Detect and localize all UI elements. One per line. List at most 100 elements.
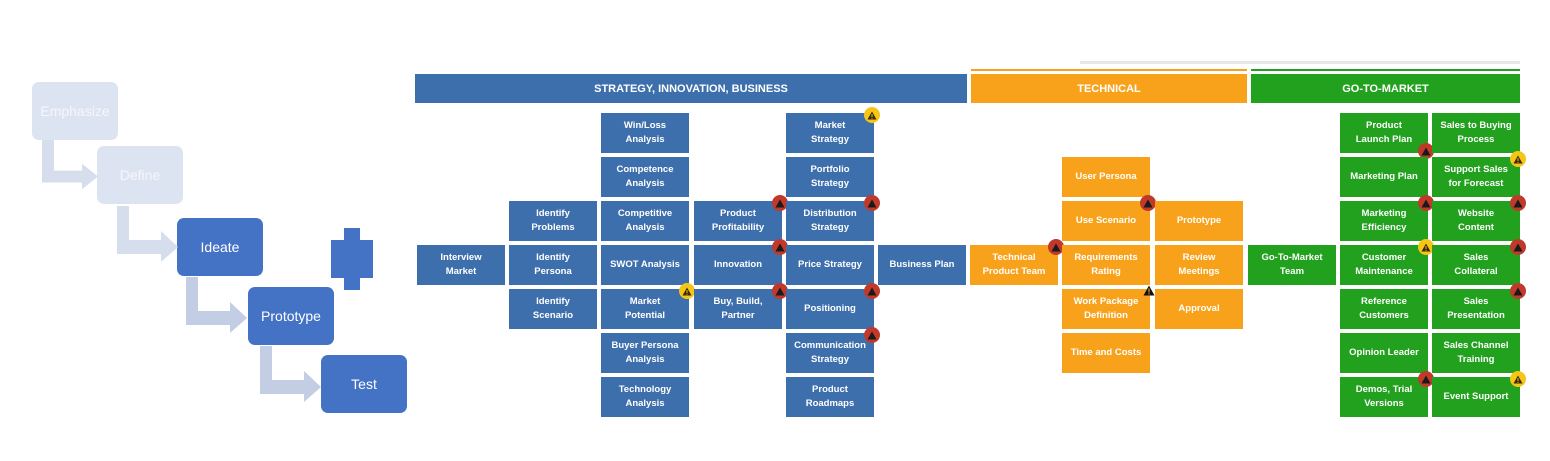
cell-label: Demos, Trial Versions	[1355, 384, 1413, 409]
cell-label: Event Support	[1443, 391, 1509, 402]
cell-label: Product Profitability	[711, 208, 765, 233]
cell-label: Innovation	[713, 259, 763, 270]
cell-label: Buyer Persona Analysis	[611, 340, 679, 365]
support-sales-forecast: Support Sales for Forecast	[1432, 151, 1526, 197]
cell-label: Competitive Analysis	[617, 208, 673, 233]
price-strategy: Price Strategy	[786, 245, 874, 285]
warning-yellow-icon	[1510, 371, 1526, 387]
cell-label: Interview Market	[440, 252, 482, 277]
go-to-market-team: Go-To-Market Team	[1248, 245, 1336, 285]
event-support: Event Support	[1432, 371, 1526, 417]
step-test: Test	[321, 355, 407, 413]
step-arrow-4	[258, 346, 324, 402]
technical-header: TECHNICAL	[971, 74, 1247, 103]
user-persona: User Persona	[1062, 157, 1150, 197]
cell-label: Identify Problems	[531, 208, 575, 233]
cell-label: Competence Analysis	[616, 164, 674, 189]
warning-red-icon	[1510, 195, 1526, 211]
cell-label: Reference Customers	[1359, 296, 1409, 321]
sales-channel-training: Sales Channel Training	[1432, 333, 1520, 373]
cell-label: Sales Presentation	[1447, 296, 1505, 321]
buy-build-partner: Buy, Build, Partner	[694, 283, 788, 329]
cell-label: Buy, Build, Partner	[713, 296, 763, 321]
identify-scenario: Identify Scenario	[509, 289, 597, 329]
product-profitability: Product Profitability	[694, 195, 788, 241]
warning-red-icon	[1418, 195, 1434, 211]
cell-label: Go-To-Market Team	[1261, 252, 1323, 277]
step-arrow-1	[40, 140, 100, 192]
communication-strategy: Communication Strategy	[786, 327, 880, 373]
warning-yellow-icon	[1510, 151, 1526, 167]
distribution-strategy: Distribution Strategy	[786, 195, 880, 241]
warning-red-icon	[1510, 283, 1526, 299]
warning-red-icon	[1048, 239, 1064, 255]
warning-red-icon	[864, 327, 880, 343]
warning-red-icon	[1418, 371, 1434, 387]
buyer-persona-analysis: Buyer Persona Analysis	[601, 333, 689, 373]
cell-label: Review Meetings	[1178, 252, 1220, 277]
cell-label: Time and Costs	[1070, 347, 1142, 358]
positioning: Positioning	[786, 283, 880, 329]
cell-label: Positioning	[804, 303, 856, 314]
marketing-plan: Marketing Plan	[1340, 157, 1428, 197]
cell-label: Prototype	[1176, 215, 1222, 226]
technology-analysis: Technology Analysis	[601, 377, 689, 417]
review-meetings: Review Meetings	[1155, 245, 1243, 285]
time-and-costs: Time and Costs	[1062, 333, 1150, 373]
cell-label: SWOT Analysis	[610, 259, 680, 270]
cell-label: Product Launch Plan	[1355, 120, 1413, 145]
cell-label: User Persona	[1075, 171, 1137, 182]
cell-label: Technical Product Team	[982, 252, 1046, 277]
cell-label: Sales to Buying Process	[1440, 120, 1512, 145]
cell-label: Identify Persona	[534, 252, 572, 277]
requirements-rating: Requirements Rating	[1062, 245, 1150, 285]
portfolio-strategy: Portfolio Strategy	[786, 157, 874, 197]
cell-label: Support Sales for Forecast	[1444, 164, 1508, 189]
marketing-efficiency: Marketing Efficiency	[1340, 195, 1434, 241]
product-roadmaps: Product Roadmaps	[786, 377, 874, 417]
warning-yellow-icon	[864, 107, 880, 123]
cell-label: Identify Scenario	[532, 296, 574, 321]
cell-label: Market Strategy	[810, 120, 849, 145]
cell-label: Portfolio Strategy	[810, 164, 850, 189]
sales-presentation: Sales Presentation	[1432, 283, 1526, 329]
warning-red-icon	[1418, 143, 1434, 159]
competitive-analysis: Competitive Analysis	[601, 201, 689, 241]
cell-label: Sales Channel Training	[1443, 340, 1509, 365]
technical-product-team: Technical Product Team	[970, 239, 1064, 285]
approval: Approval	[1155, 289, 1243, 329]
cell-label: Use Scenario	[1075, 215, 1137, 226]
step-arrow-2	[115, 206, 181, 262]
cell-label: Business Plan	[889, 259, 955, 270]
cell-label: Product Roadmaps	[805, 384, 855, 409]
step-prototype: Prototype	[248, 287, 334, 345]
step-emphasize: Emphasize	[32, 82, 118, 140]
warning-red-icon	[864, 283, 880, 299]
cell-label: Opinion Leader	[1349, 347, 1419, 358]
cell-label: Win/Loss Analysis	[623, 120, 667, 145]
cell-label: Sales Collateral	[1454, 252, 1498, 277]
warning-black-icon	[1142, 283, 1156, 297]
warning-yellow-icon	[1418, 239, 1434, 255]
step-ideate: Ideate	[177, 218, 263, 276]
use-scenario: Use Scenario	[1062, 195, 1156, 241]
interview-market: Interview Market	[417, 245, 505, 285]
market-strategy: Market Strategy	[786, 107, 880, 153]
sales-to-buying-process: Sales to Buying Process	[1432, 113, 1520, 153]
opinion-leader: Opinion Leader	[1340, 333, 1428, 373]
cell-label: Requirements Rating	[1074, 252, 1138, 277]
step-arrow-3	[184, 277, 250, 333]
product-launch-plan: Product Launch Plan	[1340, 113, 1434, 159]
cell-label: Marketing Efficiency	[1361, 208, 1407, 233]
competence-analysis: Competence Analysis	[601, 157, 689, 197]
warning-red-icon	[1140, 195, 1156, 211]
cell-label: Price Strategy	[798, 259, 862, 270]
step-define: Define	[97, 146, 183, 204]
gtm-header-line	[1251, 69, 1520, 71]
cell-label: Approval	[1178, 303, 1220, 314]
warning-red-icon	[864, 195, 880, 211]
warning-red-icon	[1510, 239, 1526, 255]
swot-analysis: SWOT Analysis	[601, 245, 689, 285]
warning-red-icon	[772, 195, 788, 211]
cell-label: Market Potential	[624, 296, 666, 321]
